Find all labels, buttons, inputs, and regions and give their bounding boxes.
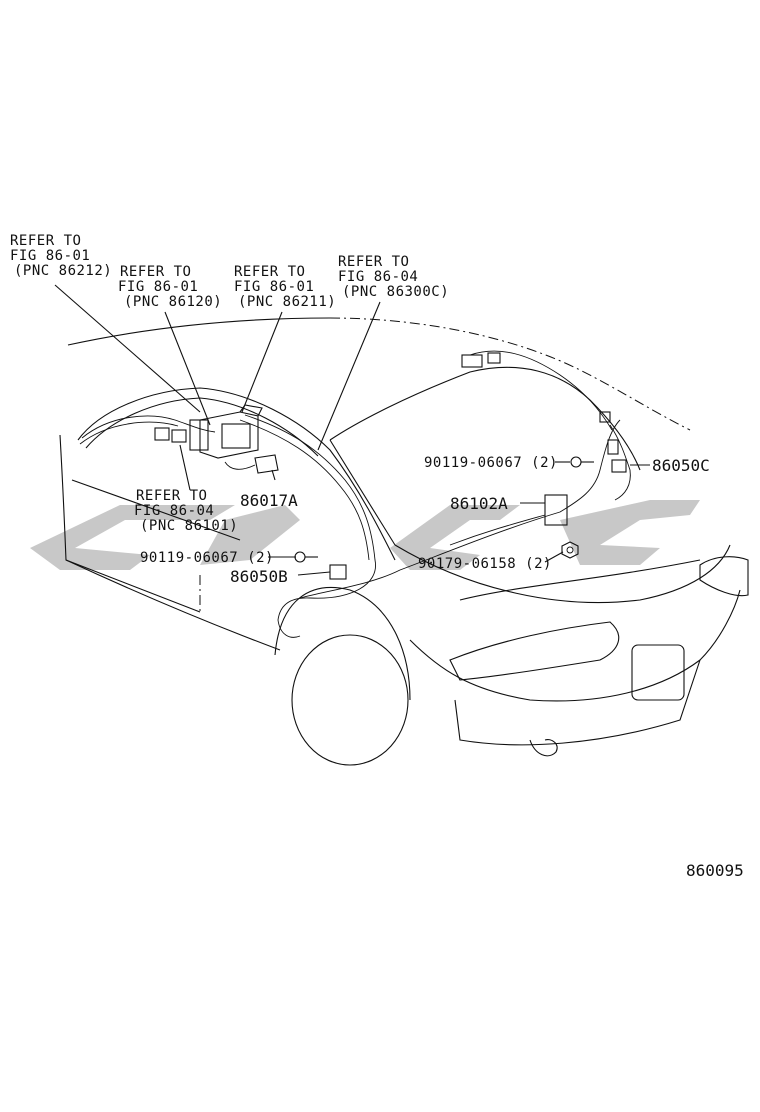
callout-line: REFER TO	[120, 264, 191, 280]
callout-line: REFER TO	[136, 488, 207, 504]
callout-line: (PNC 86120)	[124, 294, 222, 310]
callout-line: FIG 86-01	[234, 279, 314, 295]
callout-ref-86212: REFER TO FIG 86-01 (PNC 86212)	[10, 233, 112, 279]
diagram-code: 860095	[686, 861, 744, 880]
watermark-logo	[30, 500, 700, 570]
callout-line: FIG 86-01	[118, 279, 198, 295]
nut-icon	[561, 541, 579, 559]
callout-line: (PNC 86300C)	[342, 284, 449, 300]
callout-ref-86211: REFER TO FIG 86-01 (PNC 86211)	[234, 264, 336, 310]
leader-lines	[54, 284, 650, 576]
callout-line: REFER TO	[234, 264, 305, 280]
part-label-screw-b: 90119-06067 (2)	[424, 455, 558, 471]
screw-icon	[294, 551, 318, 563]
callout-ref-86300c: REFER TO FIG 86-04 (PNC 86300C)	[338, 254, 449, 300]
wire-harness	[79, 350, 631, 638]
car-outline	[59, 317, 749, 766]
part-label-86102a: 86102A	[450, 494, 508, 513]
callout-ref-86120: REFER TO FIG 86-01 (PNC 86120)	[118, 264, 222, 310]
part-label-86017a: 86017A	[240, 491, 298, 510]
callout-line: FIG 86-01	[10, 248, 90, 264]
callout-line: REFER TO	[10, 233, 81, 249]
callout-line: (PNC 86212)	[14, 263, 112, 279]
part-label-nut: 90179-06158 (2)	[418, 556, 552, 572]
callout-line: FIG 86-04	[338, 269, 418, 285]
relay-86017a	[224, 454, 279, 474]
part-label-86050c: 86050C	[652, 456, 710, 475]
fasteners	[294, 456, 594, 563]
callout-ref-86101: REFER TO FIG 86-04 (PNC 86101)	[134, 488, 238, 534]
part-label-screw-a: 90119-06067 (2)	[140, 550, 274, 566]
callout-line: REFER TO	[338, 254, 409, 270]
callout-line: FIG 86-04	[134, 503, 214, 519]
callout-line: (PNC 86101)	[140, 518, 238, 534]
screw-icon	[570, 456, 594, 468]
callout-line: (PNC 86211)	[238, 294, 336, 310]
radio-unit	[199, 404, 263, 459]
part-label-86050b: 86050B	[230, 567, 288, 586]
